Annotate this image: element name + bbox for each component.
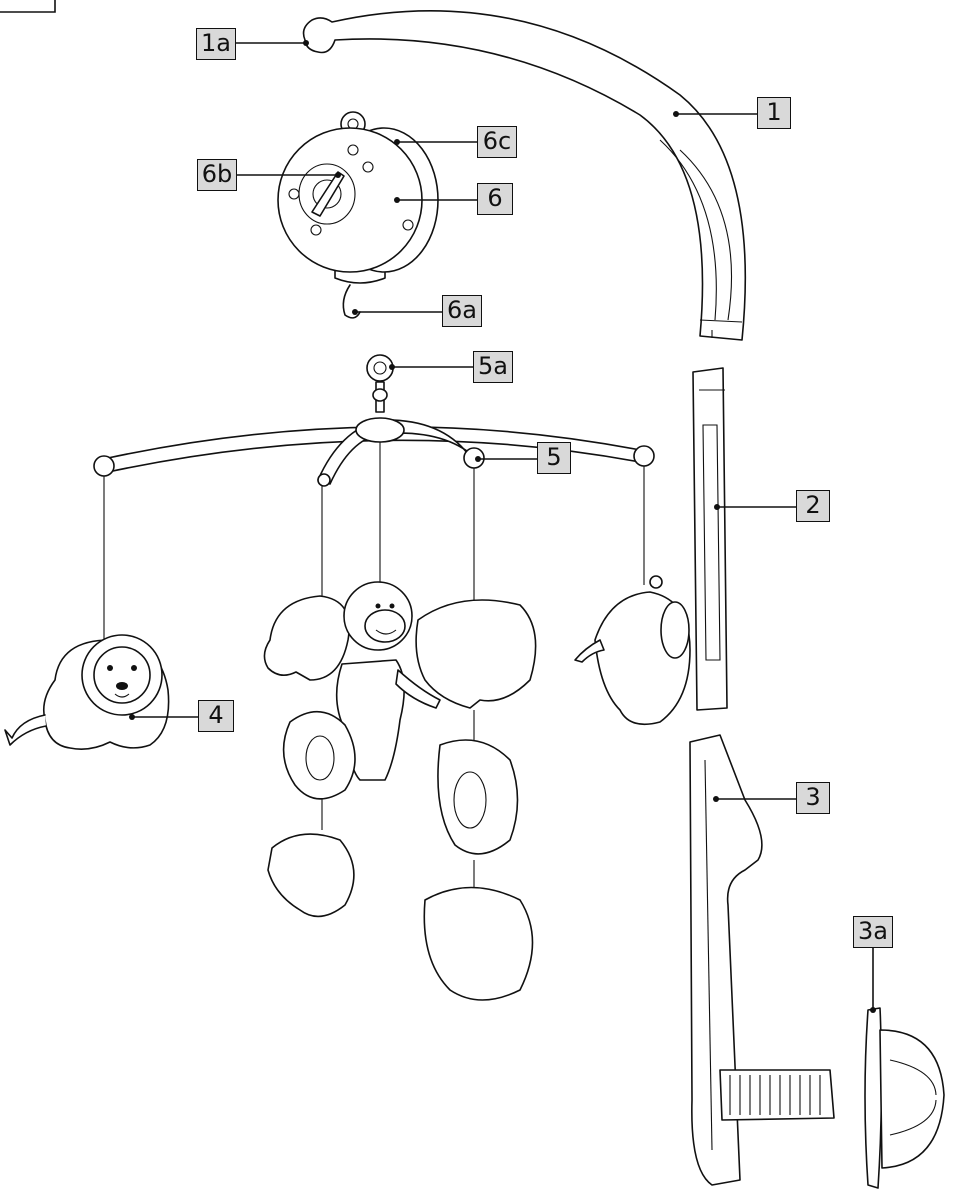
- label-5: 5: [537, 442, 571, 474]
- label-leaders: [129, 40, 876, 1013]
- corner-frame: [0, 0, 56, 13]
- part-elephant-toy: [574, 575, 691, 726]
- label-6: 6: [477, 183, 513, 215]
- label-3: 3: [796, 782, 830, 814]
- part-6-music-box: [277, 111, 439, 319]
- part-3-clamp: [689, 734, 835, 1186]
- part-5-hanger: [93, 354, 655, 487]
- label-6c: 6c: [477, 126, 517, 158]
- leaf-and-flower-toys: [267, 710, 534, 1001]
- label-3a: 3a: [853, 916, 893, 948]
- label-1: 1: [757, 97, 791, 129]
- label-6b: 6b: [197, 159, 237, 191]
- label-5a: 5a: [473, 351, 513, 383]
- label-4: 4: [198, 700, 234, 732]
- label-6a: 6a: [442, 295, 482, 327]
- part-1-arm: [302, 10, 747, 341]
- part-3a-knob: [864, 1007, 945, 1189]
- mobile-strings: [103, 442, 645, 890]
- label-2: 2: [796, 490, 830, 522]
- part-2-pole: [692, 367, 728, 711]
- part-4-lion-toy: [4, 634, 170, 750]
- label-1a: 1a: [196, 28, 236, 60]
